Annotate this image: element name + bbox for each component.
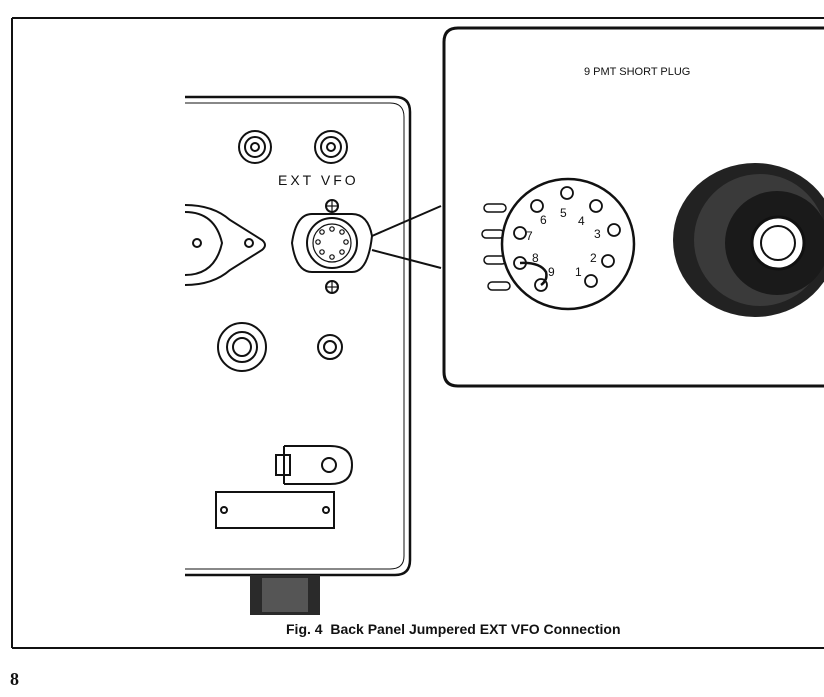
- pin-label-1: 1: [575, 265, 582, 279]
- top-jack-left: [238, 130, 272, 164]
- figure-caption: Fig. 4 Back Panel Jumpered EXT VFO Conne…: [286, 621, 621, 637]
- pin-label-5: 5: [560, 206, 567, 220]
- inset-box: [442, 26, 824, 388]
- large-jack: [217, 322, 267, 372]
- chassis-panel: [185, 95, 412, 577]
- inset-title: 9 PMT SHORT PLUG: [584, 66, 690, 78]
- short-plug-pin-numbers: 1 2 3 4 5 6 7 8 9: [526, 206, 601, 279]
- ext-vfo-socket-pins: [315, 226, 349, 260]
- chassis-foot: [250, 575, 320, 615]
- top-jack-right: [314, 130, 348, 164]
- pin-label-7: 7: [526, 229, 533, 243]
- short-plug-cap: [673, 163, 824, 317]
- pin-label-4: 4: [578, 214, 585, 228]
- ext-vfo-label: EXT VFO: [278, 172, 359, 188]
- plug-pins: [481, 203, 511, 291]
- page-number: 8: [10, 669, 19, 689]
- callout-lines: [371, 205, 442, 269]
- short-plug-pin-holes: [513, 186, 621, 292]
- large-connector-plate: [184, 204, 266, 286]
- pin-label-3: 3: [594, 227, 601, 241]
- pin-label-6: 6: [540, 213, 547, 227]
- jumper-wire: [519, 261, 548, 287]
- ext-vfo-socket: [290, 199, 374, 294]
- pin-label-9: 9: [548, 265, 555, 279]
- figure-frame: [11, 17, 824, 649]
- ground-terminal: [275, 445, 354, 485]
- rear-plate: [215, 491, 335, 529]
- pin-label-2: 2: [590, 251, 597, 265]
- small-jack: [317, 334, 343, 360]
- pin-label-8: 8: [532, 251, 539, 265]
